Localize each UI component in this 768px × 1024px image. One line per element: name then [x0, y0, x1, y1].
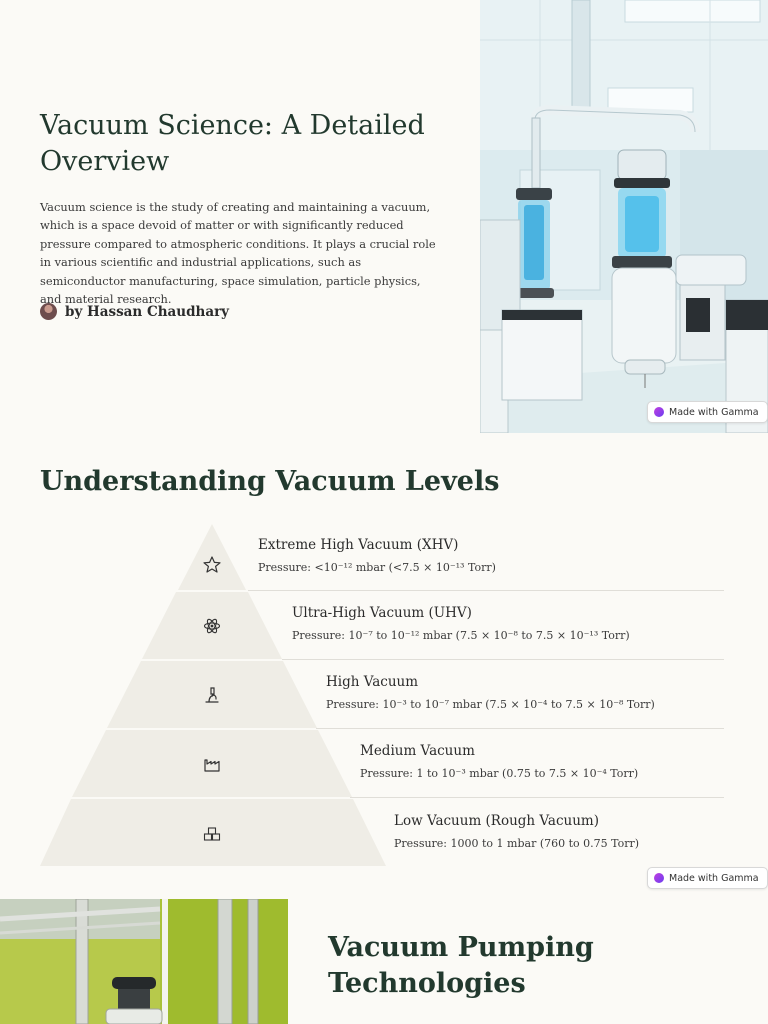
vacuum-level-high: High Vacuum Pressure: 10⁻³ to 10⁻⁷ mbar …	[316, 660, 724, 729]
pyramid-tier-5	[40, 799, 386, 866]
vacuum-level-low: Low Vacuum (Rough Vacuum) Pressure: 1000…	[384, 799, 724, 868]
author-byline: by Hassan Chaudhary	[40, 303, 229, 320]
atom-icon	[203, 618, 221, 634]
vacuum-levels-pyramid: Extreme High Vacuum (XHV) Pressure: <10⁻…	[0, 520, 768, 870]
vacuum-level-uhv: Ultra-High Vacuum (UHV) Pressure: 10⁻⁷ t…	[282, 591, 724, 660]
star-icon	[203, 556, 221, 573]
pump-illustration	[0, 899, 288, 1024]
boxes-icon	[203, 827, 221, 841]
level-title: Extreme High Vacuum (XHV)	[258, 537, 459, 553]
made-with-gamma-badge-2[interactable]: Made with Gamma	[647, 867, 768, 889]
gamma-logo-icon	[654, 407, 664, 417]
level-pressure: Pressure: 10⁻⁷ to 10⁻¹² mbar (7.5 × 10⁻⁸…	[292, 629, 630, 642]
hero-slide: Vacuum Science: A Detailed Overview Vacu…	[0, 0, 768, 433]
level-title: Low Vacuum (Rough Vacuum)	[394, 813, 599, 829]
pyramid-shape	[40, 524, 386, 866]
intro-paragraph: Vacuum science is the study of creating …	[40, 200, 436, 307]
pumping-technologies-title: Vacuum Pumping Technologies	[328, 932, 594, 999]
level-title: Medium Vacuum	[360, 743, 475, 759]
vacuum-levels-title: Understanding Vacuum Levels	[40, 466, 500, 497]
level-title: High Vacuum	[326, 674, 419, 690]
level-pressure: Pressure: <10⁻¹² mbar (<7.5 × 10⁻¹³ Torr…	[258, 561, 496, 574]
factory-icon	[204, 759, 220, 772]
level-pressure: Pressure: 10⁻³ to 10⁻⁷ mbar (7.5 × 10⁻⁴ …	[326, 698, 655, 711]
level-pressure: Pressure: 1000 to 1 mbar (760 to 0.75 To…	[394, 837, 640, 850]
lab-photo: Made with Gamma	[480, 0, 768, 433]
pump-photo	[0, 899, 288, 1024]
vacuum-level-medium: Medium Vacuum Pressure: 1 to 10⁻³ mbar (…	[350, 729, 724, 798]
avatar	[40, 303, 57, 320]
gamma-logo-icon	[654, 873, 664, 883]
page-title: Vacuum Science: A Detailed Overview	[40, 110, 425, 177]
vacuum-level-xhv: Extreme High Vacuum (XHV) Pressure: <10⁻…	[248, 522, 724, 591]
level-title: Ultra-High Vacuum (UHV)	[292, 605, 472, 621]
made-with-gamma-badge[interactable]: Made with Gamma	[647, 401, 768, 423]
microscope-icon	[205, 687, 219, 703]
level-pressure: Pressure: 1 to 10⁻³ mbar (0.75 to 7.5 × …	[360, 767, 639, 780]
author-name: by Hassan Chaudhary	[65, 303, 230, 320]
lab-illustration	[480, 0, 768, 433]
